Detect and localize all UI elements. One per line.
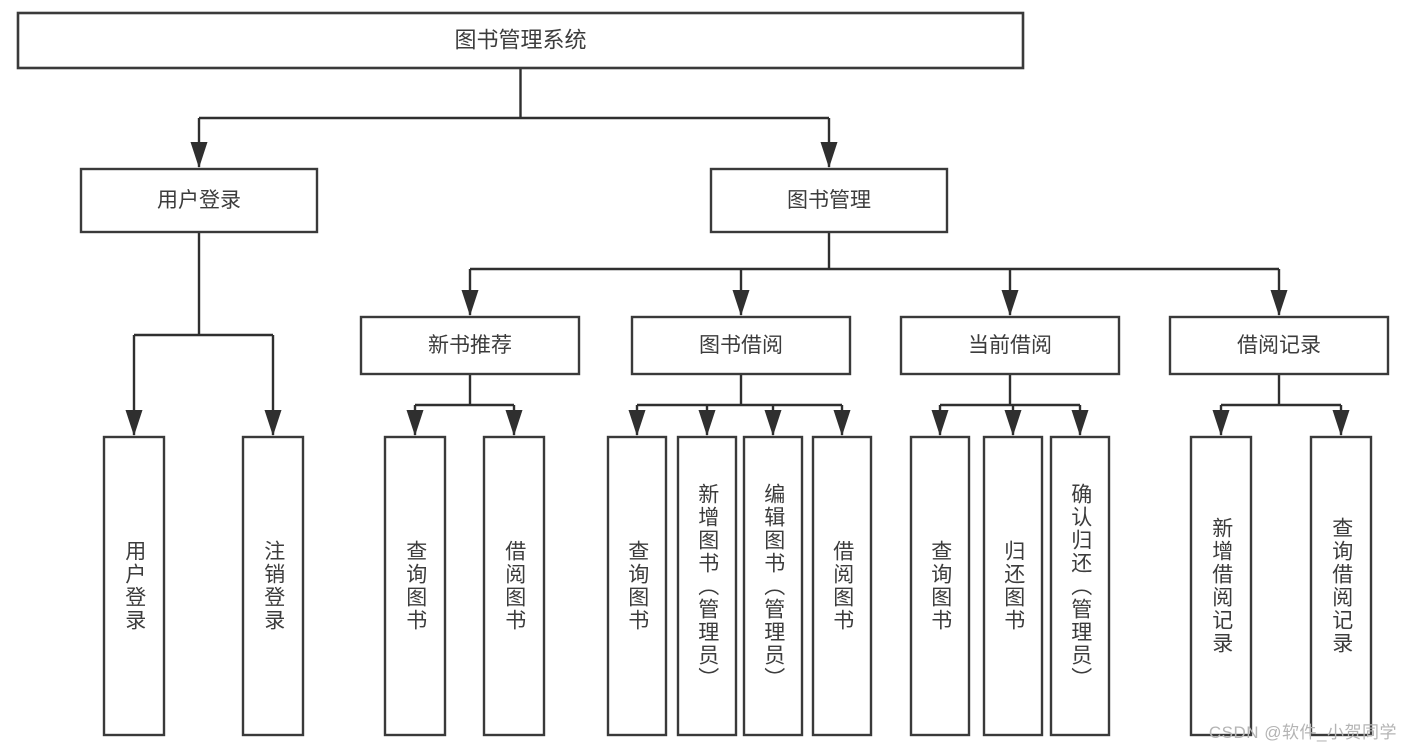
node-box-leaf-4[interactable] xyxy=(606,435,668,737)
arrow-head-icon xyxy=(264,410,282,436)
arrow-head-icon xyxy=(698,410,716,436)
node-box-leaf-12[interactable] xyxy=(1309,435,1373,737)
arrow-head-icon xyxy=(1270,290,1288,316)
node-box-leaf-10[interactable] xyxy=(1049,435,1111,737)
node-box-level3-2[interactable] xyxy=(899,315,1121,376)
node-box-leaf-5[interactable] xyxy=(676,435,738,737)
arrow-head-icon xyxy=(1212,410,1230,436)
arrow-head-icon xyxy=(732,290,750,316)
node-box-leaf-7[interactable] xyxy=(811,435,873,737)
watermark: CSDN @软件_小贺同学 xyxy=(1208,723,1397,742)
node-box-leaf-9[interactable] xyxy=(982,435,1044,737)
node-box-level2-0[interactable] xyxy=(79,167,319,234)
arrow-head-icon xyxy=(1071,410,1089,436)
arrow-head-icon xyxy=(406,410,424,436)
arrow-head-icon xyxy=(1001,290,1019,316)
arrow-head-icon xyxy=(190,142,208,168)
arrow-head-icon xyxy=(833,410,851,436)
node-label-level3-1: 图书借阅 xyxy=(699,334,783,357)
node-label-level2-0: 用户登录 xyxy=(157,189,241,212)
node-box-level3-3[interactable] xyxy=(1168,315,1390,376)
node-box-level3-1[interactable] xyxy=(630,315,852,376)
node-box-leaf-11[interactable] xyxy=(1189,435,1253,737)
arrow-head-icon xyxy=(764,410,782,436)
arrow-head-icon xyxy=(1004,410,1022,436)
node-label-level3-2: 当前借阅 xyxy=(968,334,1052,357)
node-box-leaf-0[interactable] xyxy=(102,435,166,737)
boxes-layer xyxy=(16,11,1390,737)
node-label-root: 图书管理系统 xyxy=(454,27,586,52)
node-box-leaf-6[interactable] xyxy=(742,435,804,737)
arrow-head-icon xyxy=(931,410,949,436)
arrow-head-icon xyxy=(1332,410,1350,436)
node-box-root[interactable] xyxy=(16,11,1025,70)
node-box-leaf-8[interactable] xyxy=(909,435,971,737)
arrow-head-icon xyxy=(461,290,479,316)
node-box-level3-0[interactable] xyxy=(359,315,581,376)
arrow-head-icon xyxy=(505,410,523,436)
node-label-level3-0: 新书推荐 xyxy=(428,334,512,357)
node-label-level3-3: 借阅记录 xyxy=(1237,334,1321,357)
node-box-level2-1[interactable] xyxy=(709,167,949,234)
node-box-leaf-3[interactable] xyxy=(482,435,546,737)
node-box-leaf-2[interactable] xyxy=(383,435,447,737)
node-box-leaf-1[interactable] xyxy=(241,435,305,737)
arrow-head-icon xyxy=(125,410,143,436)
arrow-head-icon xyxy=(628,410,646,436)
connectors-layer xyxy=(125,68,1350,436)
arrow-head-icon xyxy=(820,142,838,168)
node-label-level2-1: 图书管理 xyxy=(787,189,871,212)
